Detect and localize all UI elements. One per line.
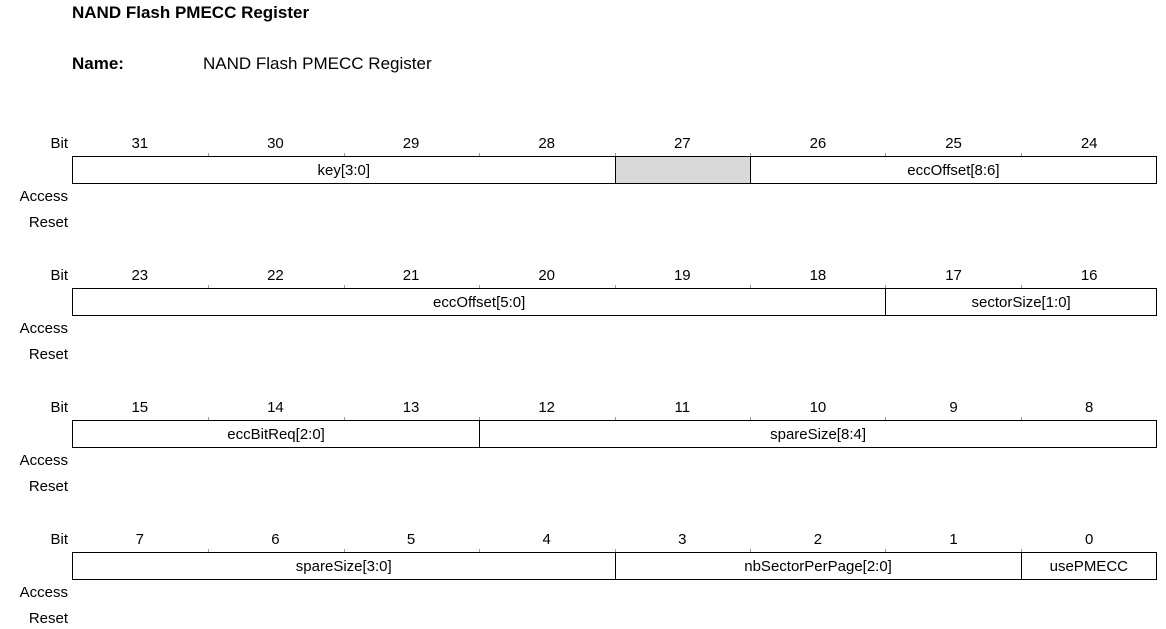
bit-number: 13 [402, 399, 420, 416]
bit-boundary-tick [885, 417, 887, 420]
field-nbsectorperpage: nbSectorPerPage[2:0] [614, 553, 1021, 579]
bit-boundary-tick [1020, 153, 1022, 156]
bit-number: 7 [135, 531, 144, 548]
bit-number: 18 [809, 267, 827, 284]
bit-number: 1 [949, 531, 958, 548]
bit-number: 25 [945, 135, 962, 152]
register-box: eccBitReq[2:0] spareSize[8:4] [72, 417, 1157, 448]
bit-number: 8 [1085, 399, 1094, 416]
bit-boundary-tick [1020, 417, 1022, 420]
bit-numbers: 15 14 13 12 11 10 9 8 [72, 399, 1157, 416]
bit-boundary-tick [749, 153, 751, 156]
bit-boundary-tick [614, 285, 616, 288]
bit-number: 9 [949, 399, 958, 416]
bit-boundary-tick [343, 417, 345, 420]
field-key: key[3:0] [317, 161, 371, 179]
field-usepmecc: usePMECC [1020, 553, 1156, 579]
reset-label: Reset [28, 610, 68, 627]
bit-boundary-tick [614, 417, 616, 420]
bit-boundary-tick [749, 417, 751, 420]
bit-boundary-tick [1020, 549, 1022, 552]
bit-number: 6 [271, 531, 280, 548]
bit-boundary-tick [1020, 285, 1022, 288]
bit-number: 29 [402, 135, 420, 152]
access-label: Access [19, 452, 68, 469]
register-row-23-16: Bit 23 22 21 20 19 18 17 16 eccOffset[5:… [0, 267, 1166, 367]
bit-label: Bit [50, 267, 68, 284]
reset-label: Reset [28, 346, 68, 363]
bit-label: Bit [50, 135, 68, 152]
bit-number: 0 [1085, 531, 1094, 548]
name-value: NAND Flash PMECC Register [203, 54, 432, 73]
bit-number: 20 [538, 267, 556, 284]
bit-number: 26 [809, 135, 827, 152]
bit-boundary-tick [614, 549, 616, 552]
field-sparesize-8-4: spareSize[8:4] [479, 421, 1156, 447]
bit-boundary-tick [749, 549, 751, 552]
field-eccoffset-5-0: eccOffset[5:0] [432, 293, 526, 311]
bit-boundary-tick [208, 285, 210, 288]
bit-boundary-tick [343, 285, 345, 288]
register-row-31-24: Bit 31 30 29 28 27 26 25 24 key[3:0] ecc… [0, 135, 1166, 235]
bit-number: 14 [267, 399, 284, 416]
bit-boundary-tick [343, 549, 345, 552]
bit-number: 5 [406, 531, 416, 548]
bit-boundary-tick [208, 153, 210, 156]
page-title: NAND Flash PMECC Register [72, 3, 310, 22]
access-label: Access [19, 584, 68, 601]
bit-number: 19 [673, 267, 691, 284]
bit-number: 2 [813, 531, 823, 548]
name-label: Name: [72, 54, 124, 73]
register-box: key[3:0] eccOffset[8:6] [72, 153, 1157, 184]
register-box: eccOffset[5:0] sectorSize[1:0] [72, 285, 1157, 316]
bit-boundary-tick [479, 153, 481, 156]
bit-number: 27 [673, 135, 691, 152]
bit-label: Bit [50, 399, 68, 416]
bit-number: 17 [945, 267, 962, 284]
field-sparesize-3-0: spareSize[3:0] [295, 557, 392, 575]
bit-number: 3 [678, 531, 687, 548]
bit-number: 15 [131, 399, 149, 416]
bit-boundary-tick [885, 285, 887, 288]
bit-number: 16 [1080, 267, 1098, 284]
access-label: Access [19, 188, 68, 205]
bit-number: 28 [538, 135, 556, 152]
bit-numbers: 7 6 5 4 3 2 1 0 [72, 531, 1157, 548]
bit-number: 12 [538, 399, 556, 416]
reset-label: Reset [28, 214, 68, 231]
bit-number: 4 [542, 531, 551, 548]
bit-boundary-tick [479, 417, 481, 420]
bit-number: 11 [674, 399, 691, 416]
bit-number: 30 [267, 135, 284, 152]
bit-numbers: 31 30 29 28 27 26 25 24 [72, 135, 1157, 152]
register-row-7-0: Bit 7 6 5 4 3 2 1 0 spareSize[3:0] nbSec… [0, 531, 1166, 629]
bit-boundary-tick [208, 549, 210, 552]
bit-numbers: 23 22 21 20 19 18 17 16 [72, 267, 1157, 284]
bit-number: 24 [1080, 135, 1098, 152]
bit-boundary-tick [885, 153, 887, 156]
register-name-line: Name: NAND Flash PMECC Register [72, 54, 432, 74]
bit-number: 22 [267, 267, 284, 284]
field-reserved [614, 157, 750, 183]
access-label: Access [19, 320, 68, 337]
bit-label: Bit [50, 531, 68, 548]
field-sectorsize: sectorSize[1:0] [885, 289, 1156, 315]
bit-boundary-tick [885, 549, 887, 552]
bit-boundary-tick [208, 417, 210, 420]
field-eccbitreq: eccBitReq[2:0] [227, 425, 325, 443]
bit-boundary-tick [614, 153, 616, 156]
bit-boundary-tick [749, 285, 751, 288]
bit-number: 23 [131, 267, 149, 284]
field-eccoffset-8-6: eccOffset[8:6] [749, 157, 1156, 183]
bit-boundary-tick [343, 153, 345, 156]
bit-number: 21 [402, 267, 420, 284]
bit-boundary-tick [479, 549, 481, 552]
bit-boundary-tick [479, 285, 481, 288]
bit-number: 10 [809, 399, 827, 416]
reset-label: Reset [28, 478, 68, 495]
register-row-15-8: Bit 15 14 13 12 11 10 9 8 eccBitReq[2:0]… [0, 399, 1166, 499]
bit-number: 31 [131, 135, 149, 152]
register-box: spareSize[3:0] nbSectorPerPage[2:0] useP… [72, 549, 1157, 580]
